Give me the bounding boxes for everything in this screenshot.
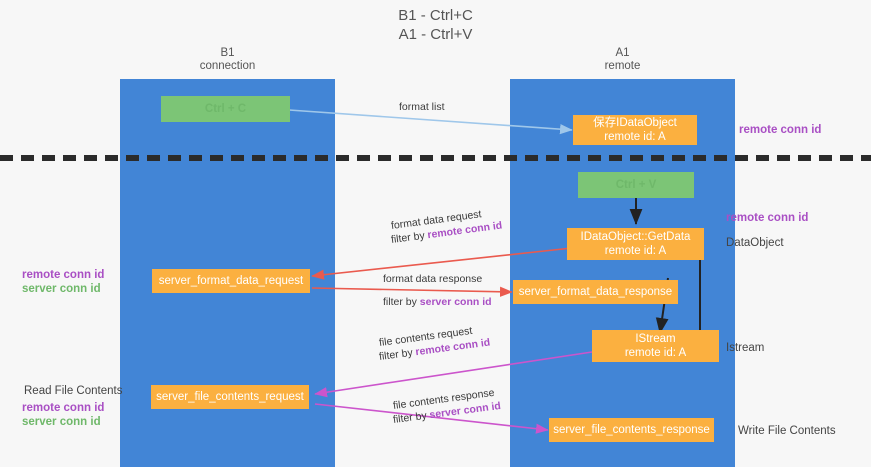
node-server-file-contents-response[interactable]: server_file_contents_response <box>549 418 714 442</box>
edge-label-line1: format data response <box>383 273 483 285</box>
node-server-file-contents-request[interactable]: server_file_contents_request <box>151 385 309 409</box>
edge-label-format-list: format list <box>399 101 445 113</box>
annotation-remote-conn-id: remote conn id <box>22 269 105 281</box>
annotation-read-file-contents: Read File Contents <box>24 385 123 397</box>
annotation-remote-conn-id-middle: remote conn id <box>726 212 809 224</box>
phase-separator <box>0 155 871 161</box>
annotation-write-file-contents: Write File Contents <box>738 425 836 437</box>
annotation-server-conn-id: server conn id <box>22 283 101 295</box>
annotation-istream: Istream <box>726 342 765 354</box>
edge-label-format-data-request: format data request filter by remote con… <box>390 208 504 247</box>
annotation-remote-conn-id: remote conn id <box>22 402 105 414</box>
column-heading-b1: B1 connection <box>199 47 256 72</box>
node-istream[interactable]: IStream remote id: A <box>592 330 719 362</box>
annotation-conn-ids-bottom: remote conn id server conn id <box>22 401 120 429</box>
annotation-dataobject: DataObject <box>726 237 784 249</box>
page-title: B1 - Ctrl+C A1 - Ctrl+V <box>398 7 473 43</box>
filter-prefix: filter by <box>378 346 417 364</box>
conn-id-accent: server conn id <box>419 296 492 308</box>
edge-label-file-contents-request: file contents request filter by remote c… <box>378 325 492 364</box>
filter-prefix: filter by <box>383 296 420 308</box>
node-server-format-data-request[interactable]: server_format_data_request <box>152 269 310 293</box>
annotation-server-conn-id: server conn id <box>22 416 101 428</box>
annotation-remote-conn-id-top: remote conn id <box>739 124 822 136</box>
column-heading-a1: A1 remote <box>604 47 641 72</box>
node-server-format-data-response[interactable]: server_format_data_response <box>513 280 678 304</box>
node-save-idataobject[interactable]: 保存IDataObject remote id: A <box>573 115 697 145</box>
annotation-conn-ids-middle: remote conn id server conn id <box>22 268 120 296</box>
filter-prefix: filter by <box>392 409 431 427</box>
edge-label-format-data-response: format data response filter by server co… <box>383 272 492 309</box>
node-idataobject-getdata[interactable]: IDataObject::GetData remote id: A <box>567 228 704 260</box>
node-ctrl-c[interactable]: Ctrl + C <box>161 96 290 122</box>
filter-prefix: filter by <box>390 229 429 247</box>
edge-label-line2: filter by server conn id <box>383 295 492 309</box>
edge-label-file-contents-response: file contents response filter by server … <box>392 387 503 427</box>
node-ctrl-v[interactable]: Ctrl + V <box>578 172 694 198</box>
